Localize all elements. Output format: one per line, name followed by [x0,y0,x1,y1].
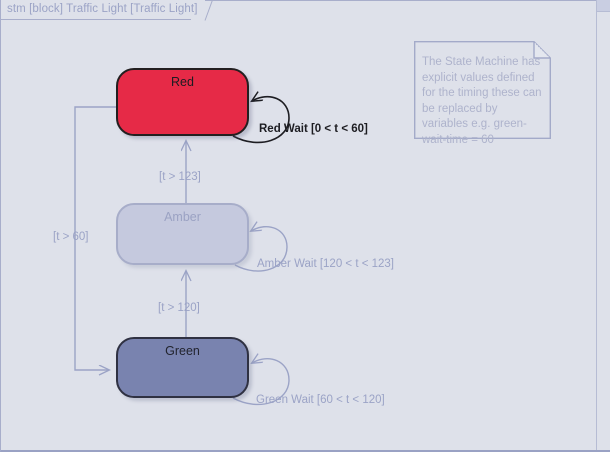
transition-label-red-to-green: [t > 60] [53,231,89,243]
diagram-title: stm [block] Traffic Light [Traffic Light… [7,3,198,15]
state-green[interactable]: Green [116,337,249,398]
transition-label-amber-to-red: [t > 123] [159,171,201,183]
state-red[interactable]: Red [116,68,249,136]
note-text: The State Machine has explicit values de… [422,56,542,146]
transition-label-amber-wait: Amber Wait [120 < t < 123] [257,258,395,270]
frame-top-border [205,0,596,1]
state-amber[interactable]: Amber [116,203,249,265]
transition-label-green-to-amber: [t > 120] [158,302,200,314]
state-green-label: Green [165,344,200,358]
scrollbar-top-cap[interactable] [596,0,610,12]
frame-tab-notch [191,0,213,21]
state-red-label: Red [171,75,194,89]
vertical-scrollbar[interactable] [596,0,610,450]
transition-label-green-wait: Green Wait [60 < t < 120] [256,394,385,406]
state-amber-label: Amber [164,210,201,224]
transition-label-red-wait: Red Wait [0 < t < 60] [259,123,368,135]
note-comment[interactable]: The State Machine has explicit values de… [414,41,551,146]
